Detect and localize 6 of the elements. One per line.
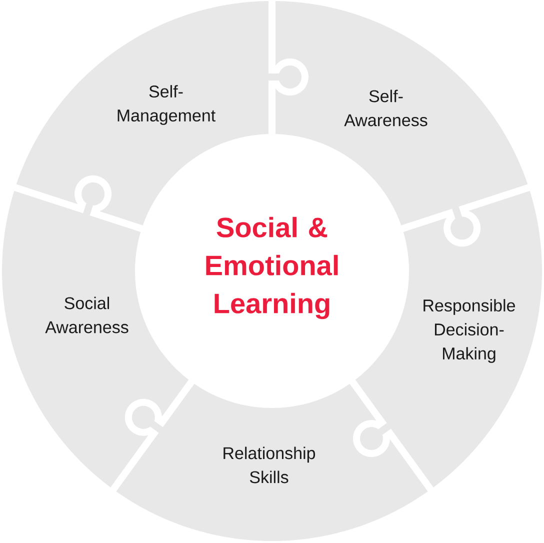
- puzzle-piece: Relationship Skills: [116, 384, 428, 541]
- puzzle-piece: Social Awareness: [2, 182, 189, 488]
- puzzle-piece: Responsible Decision-Making: [355, 190, 542, 488]
- node-label: Relationship Skills: [224, 446, 316, 484]
- node-label: Social Awareness: [45, 296, 128, 334]
- node-label: Responsible Decision-Making: [424, 299, 516, 363]
